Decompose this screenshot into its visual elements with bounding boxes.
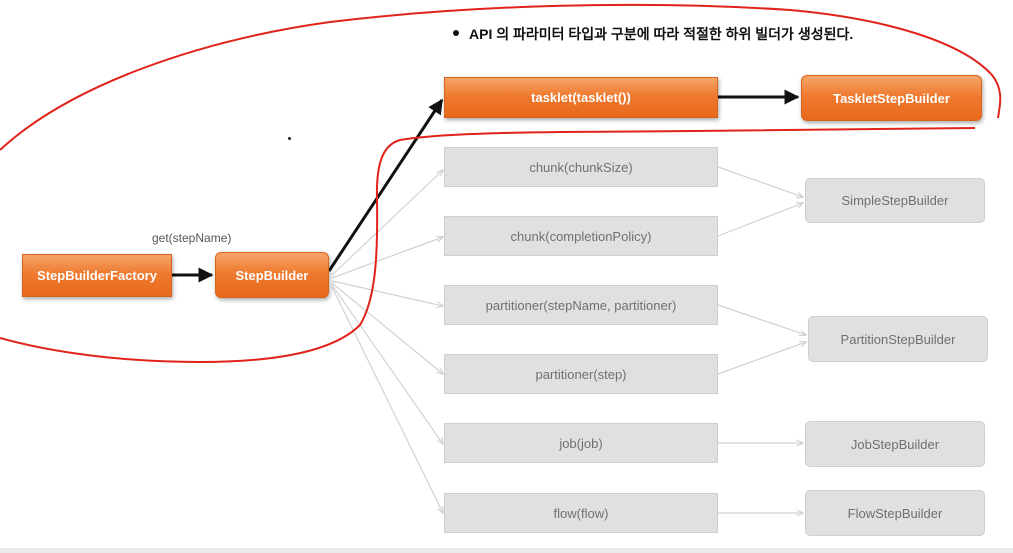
job-method-box: job(job): [444, 423, 718, 463]
heading-text: API 의 파라미터 타입과 구분에 따라 적절한 하위 빌더가 생성된다.: [469, 26, 854, 42]
heading-bullet: API 의 파라미터 타입과 구분에 따라 적절한 하위 빌더가 생성된다.: [453, 24, 853, 44]
ink-speck: [288, 137, 291, 140]
bullet-dot: [453, 30, 459, 37]
job-step-builder-box: JobStepBuilder: [805, 421, 985, 467]
tasklet-method-box: tasklet(tasklet()): [444, 77, 718, 118]
arrow-to-chunk-policy: [331, 237, 443, 279]
arrow-chunk-size-to-simple: [717, 166, 803, 197]
arrow-to-partitioner-step: [331, 282, 443, 374]
chunk-size-method-box: chunk(chunkSize): [444, 147, 718, 187]
partition-step-builder-box: PartitionStepBuilder: [808, 316, 988, 362]
step-builder-box: StepBuilder: [215, 252, 329, 298]
simple-step-builder-box: SimpleStepBuilder: [805, 178, 985, 223]
arrow-to-job: [331, 284, 443, 444]
chunk-policy-method-box: chunk(completionPolicy): [444, 216, 718, 256]
bottom-bar: [0, 548, 1013, 553]
arrow-partitioner-name-to-partition: [717, 304, 806, 335]
step-builder-factory-box: StepBuilderFactory: [22, 254, 172, 297]
arrow-to-chunk-size: [331, 170, 443, 276]
arrow-partitioner-step-to-partition: [717, 342, 806, 375]
tasklet-step-builder-box: TaskletStepBuilder: [801, 75, 982, 121]
red-annotation-underline: [0, 127, 976, 364]
partitioner-step-method-box: partitioner(step): [444, 354, 718, 394]
red-annotation-loop: [0, 3, 1002, 151]
partitioner-name-method-box: partitioner(stepName, partitioner): [444, 285, 718, 325]
get-step-name-label: get(stepName): [152, 231, 232, 245]
arrow-to-flow: [331, 286, 443, 513]
flow-step-builder-box: FlowStepBuilder: [805, 490, 985, 536]
flow-method-box: flow(flow): [444, 493, 718, 533]
arrow-chunk-policy-to-simple: [717, 203, 803, 237]
arrow-to-partitioner-name: [331, 280, 443, 306]
arrow-stepbuilder-to-tasklet: [327, 98, 444, 272]
